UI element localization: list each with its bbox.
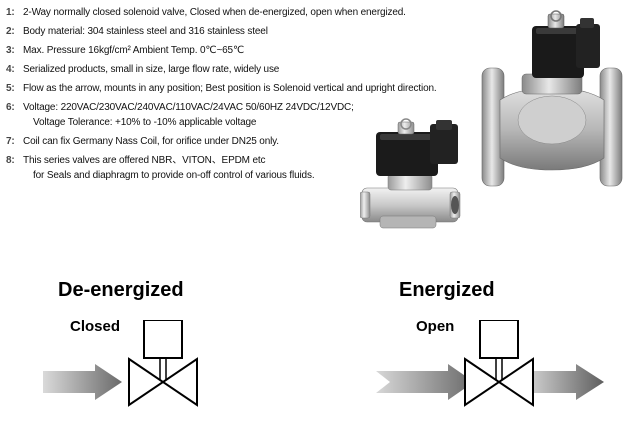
spec-continuation: Voltage Tolerance: +10% to -10% applicab… [33,117,257,129]
spec-item: 5: Flow as the arrow, mounts in any posi… [6,82,476,97]
actuator-box [479,320,519,359]
flanged-valve-photo [481,10,623,187]
small-valve-photo [360,118,461,229]
spec-number: 2: [6,26,15,38]
spec-text: Serialized products, small in size, larg… [23,64,280,76]
de-energized-title: De-energized [58,279,184,301]
spec-item: 2: Body material: 304 stainless steel an… [6,25,476,40]
spec-text: 2-Way normally closed solenoid valve, Cl… [23,7,406,18]
spec-text: Voltage: 220VAC/230VAC/240VAC/110VAC/24V… [23,102,354,114]
spec-number: 4: [6,64,15,76]
spec-number: 5: [6,83,15,95]
spec-text: Coil can fix Germany Nass Coil, for orif… [23,136,279,148]
spec-item: 4: Serialized products, small in size, l… [6,63,476,78]
spec-number: 3: [6,45,15,57]
flow-arrow-in [43,364,122,400]
spec-text: This series valves are offered NBR、VITON… [23,155,266,167]
flow-arrow-in [376,364,474,400]
spec-number: 7: [6,136,15,148]
spec-item: 3: Max. Pressure 16kgf/cm² Ambient Temp.… [6,44,476,59]
spec-number: 1: [6,7,15,18]
spec-number: 8: [6,155,15,167]
flow-arrow-out [530,364,604,400]
closed-valve-diagram [43,320,198,407]
valve-symbol [128,357,198,407]
spec-text: Flow as the arrow, mounts in any positio… [23,83,437,95]
spec-item: 8: This series valves are offered NBR、VI… [6,154,476,169]
spec-item: 7: Coil can fix Germany Nass Coil, for o… [6,135,476,150]
spec-item: 1: 2-Way normally closed solenoid valve,… [6,6,476,21]
spec-item: 6: Voltage: 220VAC/230VAC/240VAC/110VAC/… [6,101,476,116]
open-state-label: Open [416,318,455,335]
open-valve-diagram [376,320,604,407]
spec-list: 1: 2-Way normally closed solenoid valve,… [6,6,476,183]
spec-number: 6: [6,102,15,114]
valve-symbol [464,357,534,407]
closed-state-label: Closed [70,318,121,335]
energized-title: Energized [399,279,495,301]
spec-text: Body material: 304 stainless steel and 3… [23,26,268,38]
spec-text: Max. Pressure 16kgf/cm² Ambient Temp. 0℃… [23,45,245,57]
spec-continuation: for Seals and diaphragm to provide on-of… [33,169,315,181]
actuator-box [143,320,183,359]
